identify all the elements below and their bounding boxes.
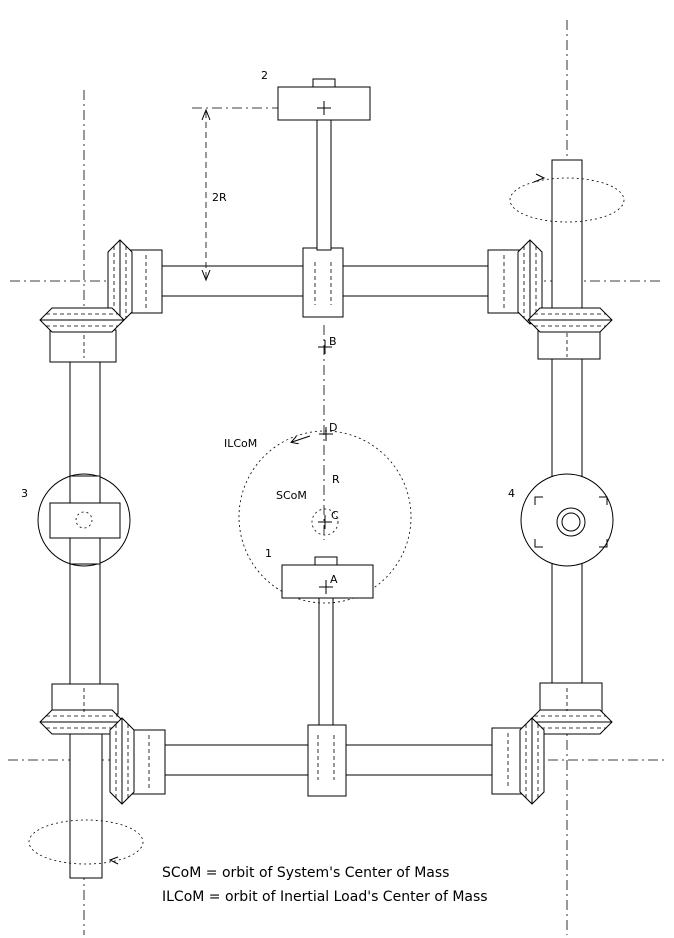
bevel-gear-bottom-left-horizontal bbox=[39, 709, 125, 735]
ilcom-rotation-arrow-icon bbox=[292, 435, 311, 442]
scom-orbit bbox=[311, 508, 339, 536]
mass-1-label: 1 bbox=[265, 547, 272, 560]
point-b-label: B bbox=[329, 335, 337, 348]
mass-4-label: 4 bbox=[508, 487, 515, 500]
bevel-gear-bottom-left-vertical bbox=[109, 717, 135, 805]
ilcom-orbit bbox=[238, 430, 412, 604]
scom-label: SCoM bbox=[276, 489, 307, 502]
mass-3-label: 3 bbox=[21, 487, 28, 500]
legend-line-ilcom: ILCoM = orbit of Inertial Load's Center … bbox=[162, 889, 488, 905]
left-shaft-assembly bbox=[49, 329, 119, 879]
point-a-label: A bbox=[330, 573, 338, 586]
radius-r-label: R bbox=[332, 473, 340, 486]
dimension-2r bbox=[201, 108, 211, 282]
legend-line-scom: SCoM = orbit of System's Center of Mass bbox=[162, 865, 449, 881]
rotation-ellipse-top-right bbox=[509, 173, 625, 223]
point-b-marker bbox=[318, 340, 332, 354]
point-d-label: D bbox=[329, 421, 337, 434]
bottom-shaft-assembly bbox=[132, 597, 525, 797]
mass-2-label: 2 bbox=[261, 69, 268, 82]
right-shaft-assembly bbox=[537, 159, 603, 714]
bushing-hidden-lines bbox=[83, 255, 568, 789]
dimension-2r-label: 2R bbox=[212, 191, 227, 204]
top-shaft-assembly bbox=[129, 119, 521, 318]
bevel-gear-top-left-horizontal bbox=[39, 307, 125, 333]
point-c-label: C bbox=[331, 509, 339, 522]
bevel-gear-bottom-right-vertical bbox=[519, 717, 545, 805]
bevel-gear-top-right-horizontal bbox=[527, 307, 613, 333]
rotation-ellipse-bottom-left bbox=[28, 819, 144, 865]
mass-3 bbox=[37, 473, 131, 567]
bevel-gear-top-right-vertical bbox=[517, 239, 543, 325]
mass-1 bbox=[281, 556, 374, 599]
ilcom-label: ILCoM bbox=[224, 437, 257, 450]
point-d-marker bbox=[319, 427, 333, 441]
mass-4 bbox=[520, 473, 614, 567]
mass-2 bbox=[277, 78, 371, 121]
